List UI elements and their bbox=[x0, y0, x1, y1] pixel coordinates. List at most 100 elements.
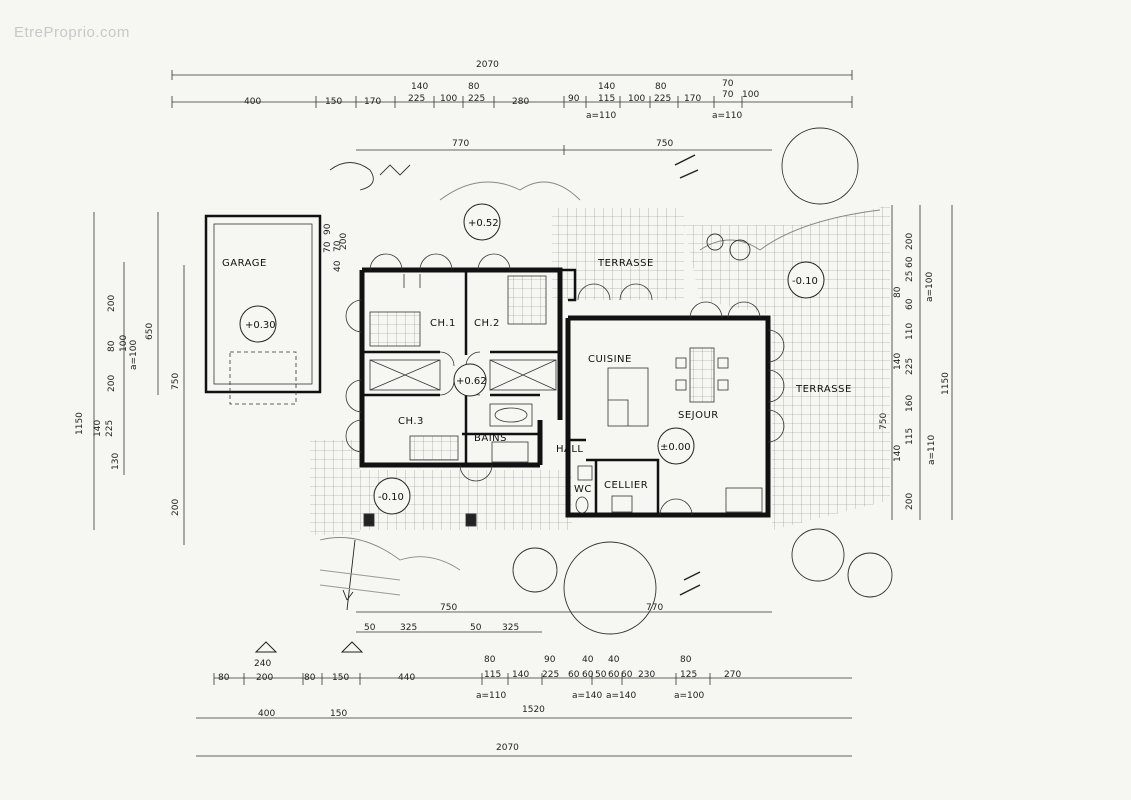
left-130: 130 bbox=[111, 453, 121, 470]
dim-115: 115 bbox=[598, 94, 615, 104]
dim-100a: 100 bbox=[440, 94, 457, 104]
b-inner-770: 770 bbox=[646, 603, 663, 613]
b-a140a: a=140 bbox=[572, 691, 603, 701]
level-marker-icon bbox=[254, 641, 278, 653]
b-60c: 60 bbox=[608, 670, 620, 680]
b-200: 200 bbox=[256, 673, 273, 683]
terrasse-right-label: TERRASSE bbox=[795, 384, 852, 395]
left-225: 225 bbox=[105, 420, 115, 437]
right-60a: 60 bbox=[905, 256, 915, 268]
upper-80b: 80 bbox=[655, 82, 667, 92]
house-walls bbox=[359, 267, 771, 518]
dim-280: 280 bbox=[512, 97, 529, 107]
dim-100c: 100 bbox=[742, 90, 759, 100]
b-upper-80b: 80 bbox=[680, 655, 692, 665]
level-hall: +0.62 bbox=[456, 376, 487, 387]
left-100: 100 bbox=[119, 335, 129, 352]
b-inner2-50a: 50 bbox=[364, 623, 376, 633]
room-labels: CH.1 CH.2 CH.3 BAINS CUISINE SEJOUR HALL… bbox=[398, 258, 852, 495]
b-150: 150 bbox=[332, 673, 349, 683]
dim-150: 150 bbox=[325, 97, 342, 107]
b-inner2-325b: 325 bbox=[502, 623, 519, 633]
left-total-1150: 1150 bbox=[75, 412, 85, 435]
right-160: 160 bbox=[905, 395, 915, 412]
left-80: 80 bbox=[107, 340, 117, 352]
level-markers: +0.52 +0.62 ±0.00 -0.10 -0.10 bbox=[373, 203, 825, 515]
b-230: 230 bbox=[638, 670, 655, 680]
upper-140a: 140 bbox=[411, 82, 428, 92]
garage-dim-40: 40 bbox=[333, 260, 343, 272]
right-total-1150: 1150 bbox=[941, 372, 951, 395]
right-140b: 140 bbox=[893, 445, 903, 462]
right-60b: 60 bbox=[905, 298, 915, 310]
dim-225c: 225 bbox=[654, 94, 671, 104]
b-60a: 60 bbox=[568, 670, 580, 680]
b-upper-40b: 40 bbox=[608, 655, 620, 665]
upper-140b: 140 bbox=[598, 82, 615, 92]
room-sejour: SEJOUR bbox=[678, 410, 719, 421]
wing-750: 750 bbox=[656, 139, 673, 149]
right-200a: 200 bbox=[905, 233, 915, 250]
b-80a: 80 bbox=[218, 673, 230, 683]
b-125: 125 bbox=[680, 670, 697, 680]
bottom-dimensions: 2070 1520 400 150 80 200 80 150 440 115 … bbox=[196, 603, 852, 757]
b-upper-40a: 40 bbox=[582, 655, 594, 665]
level-sejour: ±0.00 bbox=[660, 442, 691, 453]
b-60b: 60 bbox=[582, 670, 594, 680]
upper-70: 70 bbox=[722, 79, 734, 89]
b-inner2-325a: 325 bbox=[400, 623, 417, 633]
terrasse-top-label: TERRASSE bbox=[597, 258, 654, 269]
watermark: EtreProprio.com bbox=[14, 24, 130, 41]
left-200a: 200 bbox=[107, 295, 117, 312]
b-a100: a=100 bbox=[674, 691, 705, 701]
right-110: 110 bbox=[905, 323, 915, 340]
left-200b: 200 bbox=[107, 375, 117, 392]
b-a140b: a=140 bbox=[606, 691, 637, 701]
garage: GARAGE +0.30 bbox=[204, 214, 322, 405]
left-750: 750 bbox=[171, 373, 181, 390]
top-total-dim: 2070 bbox=[476, 60, 499, 70]
b-140: 140 bbox=[512, 670, 529, 680]
b-225: 225 bbox=[542, 670, 559, 680]
right-200b: 200 bbox=[905, 493, 915, 510]
a-110-top2: a=110 bbox=[712, 111, 743, 121]
right-140a: 140 bbox=[893, 353, 903, 370]
room-wc: WC bbox=[574, 484, 592, 495]
garage-dim-90: 90 bbox=[323, 223, 333, 235]
garage-label: GARAGE bbox=[222, 258, 267, 269]
dim-90: 90 bbox=[568, 94, 580, 104]
right-a100: a=100 bbox=[925, 271, 935, 302]
left-a100: a=100 bbox=[129, 339, 139, 370]
b-270: 270 bbox=[724, 670, 741, 680]
right-80: 80 bbox=[893, 286, 903, 298]
right-225: 225 bbox=[905, 358, 915, 375]
b-upper-240: 240 bbox=[254, 659, 271, 669]
b-80b: 80 bbox=[304, 673, 316, 683]
right-a110: a=110 bbox=[927, 434, 937, 465]
garage-dim-70b: 70 bbox=[333, 240, 343, 252]
garage-dim-70a: 70 bbox=[323, 241, 333, 253]
garage-level: +0.30 bbox=[245, 320, 276, 331]
b-upper-90: 90 bbox=[544, 655, 556, 665]
bottom-1520: 1520 bbox=[522, 705, 545, 715]
bottom-total: 2070 bbox=[496, 743, 519, 753]
right-115: 115 bbox=[905, 428, 915, 445]
dim-100b: 100 bbox=[628, 94, 645, 104]
a-110-top1: a=110 bbox=[586, 111, 617, 121]
left-140: 140 bbox=[93, 420, 103, 437]
garage-dim-200: 200 bbox=[339, 233, 349, 250]
b-upper-80: 80 bbox=[484, 655, 496, 665]
left-dimensions: 1150 200 80 100 200 140 225 130 a=100 65… bbox=[75, 212, 349, 545]
b-inner2-50b: 50 bbox=[470, 623, 482, 633]
dim-170b: 170 bbox=[684, 94, 701, 104]
room-bains: BAINS bbox=[474, 433, 507, 444]
bottom-150: 150 bbox=[330, 709, 347, 719]
dim-170: 170 bbox=[364, 97, 381, 107]
landscape bbox=[319, 127, 893, 635]
room-cellier: CELLIER bbox=[604, 480, 648, 491]
b-50: 50 bbox=[595, 670, 607, 680]
dim-70: 70 bbox=[722, 90, 734, 100]
b-inner-750: 750 bbox=[440, 603, 457, 613]
top-dimensions: 2070 400 150 170 225 100 225 280 90 115 … bbox=[171, 60, 853, 155]
